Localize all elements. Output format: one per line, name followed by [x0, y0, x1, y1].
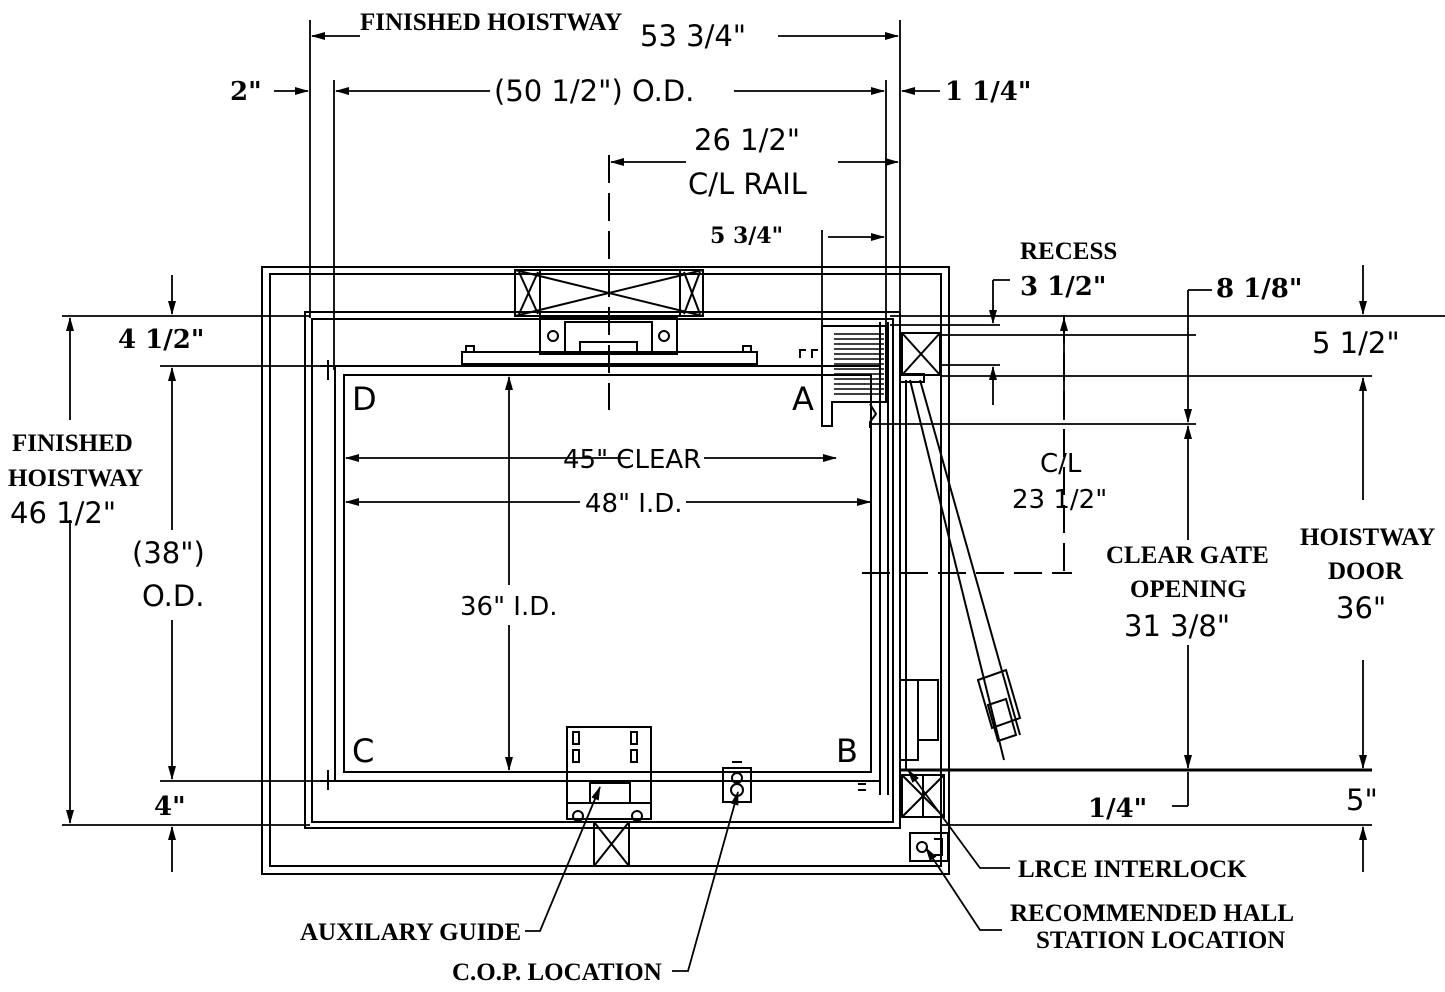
label-recess-value: 3 1/2" — [1020, 272, 1106, 302]
label-45-clear: 45" CLEAR — [563, 445, 701, 475]
label-cl-1: C/L — [1040, 449, 1082, 479]
label-hall-station-1: RECOMMENDED HALL — [1010, 900, 1294, 927]
label-5-3-4: 5 3/4" — [710, 223, 783, 249]
corner-c: C — [352, 732, 374, 770]
leader-lines — [525, 769, 1010, 972]
dimension-lines — [62, 20, 1445, 872]
label-4-1-2: 4 1/2" — [118, 325, 204, 355]
label-8-1-8: 8 1/8" — [1216, 274, 1302, 304]
label-fh-left-2: HOISTWAY — [8, 465, 143, 492]
corner-a: A — [792, 380, 814, 418]
label-clear-gate-2: OPENING — [1130, 576, 1247, 603]
label-cl-2: 23 1/2" — [1012, 485, 1107, 515]
text-labels: FINISHED HOISTWAY 53 3/4" 2" (50 1/2") O… — [8, 9, 1435, 986]
label-finished-hoistway-top: FINISHED HOISTWAY — [360, 9, 622, 36]
label-clear-gate-3: 31 3/8" — [1124, 609, 1230, 643]
label-hall-station-2: STATION LOCATION — [1036, 927, 1285, 954]
auxiliary-guide — [566, 726, 652, 867]
corner-b: B — [836, 732, 858, 770]
hoistway-door-swing — [899, 379, 1372, 772]
label-width-53: 53 3/4" — [640, 19, 746, 53]
label-recess: RECESS — [1020, 238, 1117, 265]
label-clear-gate-1: CLEAR GATE — [1106, 542, 1269, 569]
gate-stack — [821, 325, 887, 428]
label-1-1-4: 1 1/4" — [945, 77, 1031, 107]
label-fh-left-1: FINISHED — [12, 430, 133, 457]
label-4in: 4" — [154, 792, 186, 822]
label-cop-location: C.O.P. LOCATION — [452, 959, 662, 986]
hall-station — [909, 832, 949, 862]
label-cl-rail: C/L RAIL — [688, 167, 807, 201]
label-rail-26: 26 1/2" — [694, 123, 800, 157]
label-1-4: 1/4" — [1088, 794, 1147, 824]
door-jamb-top — [899, 332, 941, 383]
label-hoistway-door-1: HOISTWAY — [1300, 524, 1435, 551]
label-hoistway-door-3: 36" — [1336, 591, 1386, 625]
label-2in: 2" — [230, 77, 262, 107]
label-fh-left-3: 46 1/2" — [10, 496, 116, 530]
label-lrce-interlock: LRCE INTERLOCK — [1018, 856, 1247, 883]
label-36-id: 36" I.D. — [460, 592, 558, 622]
label-5-1-2: 5 1/2" — [1312, 326, 1400, 360]
label-auxiliary-guide: AUXILARY GUIDE — [300, 919, 521, 946]
label-od-38-2: O.D. — [142, 579, 204, 613]
corner-d: D — [352, 380, 377, 418]
label-5in: 5" — [1346, 783, 1378, 817]
label-od-38-1: (38") — [132, 536, 205, 570]
label-od-50: (50 1/2") O.D. — [494, 74, 694, 108]
label-hoistway-door-2: DOOR — [1328, 558, 1404, 585]
label-48-id: 48" I.D. — [585, 489, 683, 519]
